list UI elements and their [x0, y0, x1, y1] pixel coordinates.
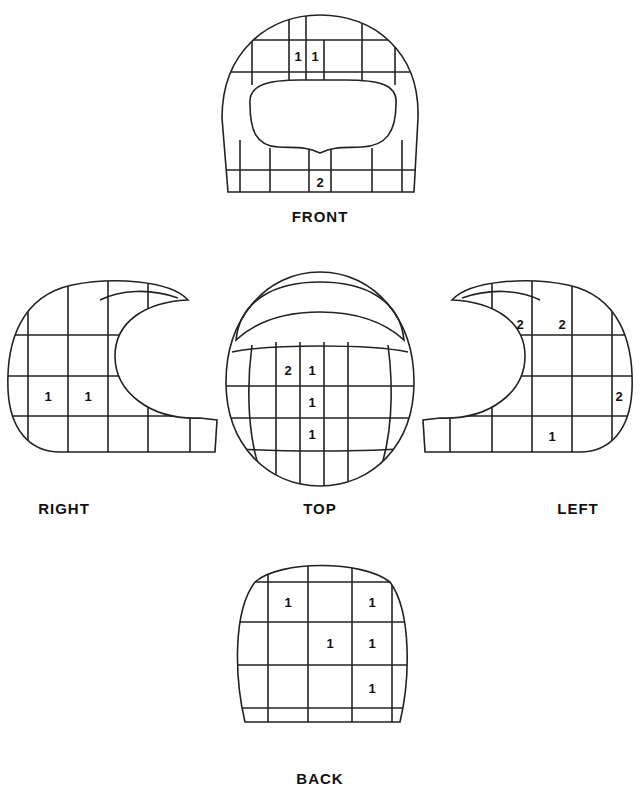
zone-number: 2 — [516, 318, 523, 331]
zone-number: 1 — [308, 428, 315, 441]
helmet-outline — [423, 281, 632, 452]
back-helmet — [220, 560, 420, 730]
zone-number: 2 — [316, 176, 323, 189]
helmet-grid — [220, 342, 420, 490]
front-helmet — [200, 15, 440, 200]
zone-number: 1 — [368, 596, 375, 609]
visor-opening — [250, 80, 396, 153]
top-helmet — [220, 272, 420, 490]
zone-number: 1 — [294, 50, 301, 63]
zone-number: 2 — [615, 390, 622, 403]
zone-number: 1 — [368, 637, 375, 650]
zone-number: 1 — [44, 390, 51, 403]
view-name: FRONT — [292, 209, 349, 224]
helmet-outline — [222, 15, 418, 192]
zone-number: 1 — [548, 430, 555, 443]
helmet-grid — [220, 560, 420, 730]
view-name: TOP — [303, 501, 337, 516]
helmet-outline — [226, 272, 414, 486]
zone-number: 1 — [311, 50, 318, 63]
zone-number: 1 — [308, 364, 315, 377]
view-name: RIGHT — [38, 501, 90, 516]
left-helmet — [410, 270, 640, 460]
helmet-grid — [0, 270, 230, 460]
zone-number: 1 — [84, 390, 91, 403]
view-name: BACK — [296, 771, 343, 786]
zone-number: 1 — [326, 637, 333, 650]
helmet-grid — [410, 270, 640, 460]
helmet-outline — [237, 566, 407, 723]
right-helmet — [0, 270, 230, 460]
zone-number: 1 — [308, 396, 315, 409]
zone-number: 2 — [558, 318, 565, 331]
view-name: LEFT — [557, 501, 599, 516]
zone-number: 1 — [284, 596, 291, 609]
helmet-outline — [8, 281, 217, 452]
zone-number: 2 — [284, 364, 291, 377]
visor-rim — [236, 282, 404, 340]
zone-number: 1 — [368, 682, 375, 695]
helmet-grid — [200, 15, 440, 200]
